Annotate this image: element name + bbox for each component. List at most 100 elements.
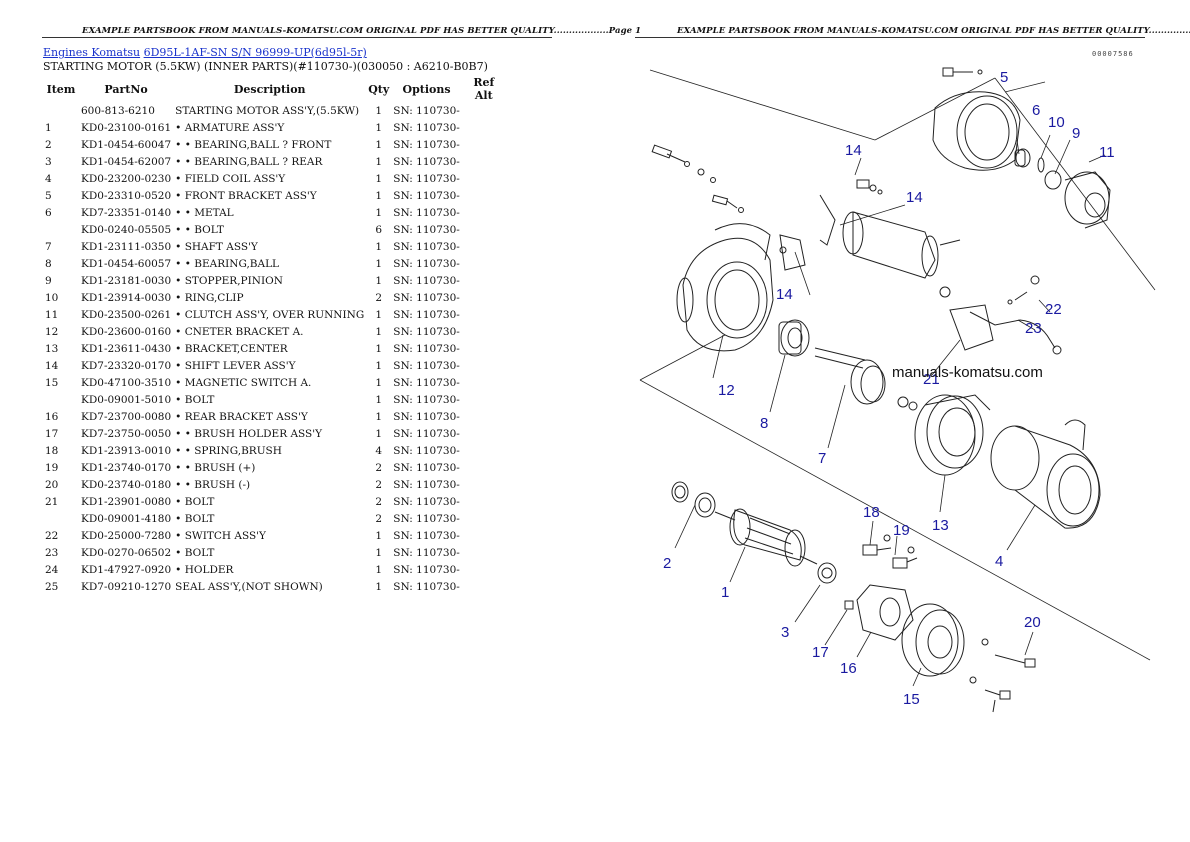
col-header-description: Description (233, 82, 306, 96)
cell-options: SN: 110730- (393, 529, 460, 542)
callout-2: 2 (663, 555, 671, 572)
cell-item: 1 (45, 121, 52, 134)
cell-ref-alt (462, 136, 506, 153)
cell-description: • SHIFT LEVER ASS'Y (175, 359, 296, 372)
cell-options: SN: 110730- (393, 189, 460, 202)
cell-qty: 1 (375, 172, 383, 185)
cell-item: 12 (45, 325, 59, 338)
cell-ref-alt (462, 102, 506, 119)
page-header: EXAMPLE PARTSBOOK FROM MANUALS-KOMATSU.C… (677, 26, 1190, 36)
cell-item: 17 (45, 427, 59, 440)
bolt-group-top-left (651, 144, 744, 213)
callout-11: 11 (1099, 144, 1115, 161)
cell-description: • • BEARING,BALL ? FRONT (175, 138, 332, 151)
col-header-options: Options (402, 82, 451, 96)
cell-qty: 2 (375, 461, 383, 474)
cell-partno: KD1-23740-0170 (81, 461, 172, 474)
cell-options: SN: 110730- (393, 325, 460, 338)
cell-ref-alt (462, 306, 506, 323)
bearing-drawing (778, 319, 810, 357)
cell-options: SN: 110730- (393, 274, 460, 287)
cell-options: SN: 110730- (393, 257, 460, 270)
cell-options: SN: 110730- (393, 342, 460, 355)
cell-description: • CLUTCH ASS'Y, OVER RUNNING (175, 308, 365, 321)
cell-ref-alt (462, 527, 506, 544)
cell-description: • SWITCH ASS'Y (175, 529, 266, 542)
cell-item: 18 (45, 444, 59, 457)
col-header-ref-alt: Ref Alt (473, 76, 495, 102)
cell-description: • • BRUSH (-) (175, 478, 251, 491)
cell-qty: 1 (375, 155, 383, 168)
cell-options: SN: 110730- (393, 308, 460, 321)
cell-partno: KD0-23600-0160 (81, 325, 172, 338)
shift-lever-drawing (779, 179, 883, 271)
cell-ref-alt (462, 170, 506, 187)
cell-description: • HOLDER (175, 563, 234, 576)
cell-description: • BOLT (175, 393, 215, 406)
parts-table: Item PartNo Description Qty Options Ref … (43, 76, 506, 595)
cell-ref-alt (462, 391, 506, 408)
cell-ref-alt (462, 374, 506, 391)
cell-partno: KD7-23351-0140 (81, 206, 172, 219)
shaft-drawing (814, 347, 918, 411)
cell-options: SN: 110730- (393, 410, 460, 423)
cell-options: SN: 110730- (393, 223, 460, 236)
cell-ref-alt (462, 493, 506, 510)
cell-description: • BRACKET,CENTER (175, 342, 288, 355)
field-coil-drawing (990, 419, 1101, 529)
callout-9: 9 (1072, 125, 1080, 142)
cell-item: 23 (45, 546, 59, 559)
cell-item: 4 (45, 172, 52, 185)
cell-partno: KD1-23611-0430 (81, 342, 172, 355)
cell-ref-alt (462, 340, 506, 357)
cell-partno: KD1-0454-60057 (81, 257, 172, 270)
cell-description: • BOLT (175, 512, 215, 525)
page-1: EXAMPLE PARTSBOOK FROM MANUALS-KOMATSU.C… (42, 26, 641, 595)
cell-item (43, 391, 79, 408)
cell-partno: KD1-23914-0030 (81, 291, 172, 304)
cell-description: • RING,CLIP (175, 291, 244, 304)
cell-ref-alt (462, 204, 506, 221)
cell-qty: 1 (375, 529, 383, 542)
cell-description: • REAR BRACKET ASS'Y (175, 410, 308, 423)
cell-qty: 1 (375, 240, 383, 253)
cell-qty: 1 (375, 325, 383, 338)
col-header-item: Item (46, 82, 76, 96)
cell-partno: KD1-0454-62007 (81, 155, 172, 168)
cell-description: STARTING MOTOR ASS'Y,(5.5KW) (175, 104, 360, 117)
cell-qty: 1 (375, 342, 383, 355)
breadcrumb-link-model[interactable]: 6D95L-1AF-SN S/N 96999-UP(6d95l-5r) (143, 46, 367, 59)
cell-ref-alt (462, 255, 506, 272)
cell-item: 20 (45, 478, 59, 491)
header-rule (635, 37, 1145, 38)
cell-ref-alt (462, 119, 506, 136)
cell-options: SN: 110730- (393, 240, 460, 253)
cell-partno: KD1-23913-0010 (81, 444, 172, 457)
cell-description: • • BEARING,BALL (175, 257, 280, 270)
armature-drawing (671, 481, 837, 584)
cell-partno: KD1-23111-0350 (81, 240, 172, 253)
cell-item: 13 (45, 342, 59, 355)
rear-bracket-drawing (844, 584, 965, 677)
cell-qty: 1 (375, 393, 383, 406)
callout-16: 15 (903, 691, 920, 708)
callout-7: 7 (818, 450, 826, 467)
cell-description: • BOLT (175, 546, 215, 559)
bracket-center-drawing (914, 394, 991, 476)
breadcrumb-link-engines[interactable]: Engines Komatsu (43, 46, 141, 59)
cell-item: 9 (45, 274, 52, 287)
cell-ref-alt (462, 221, 506, 238)
cell-qty: 1 (375, 563, 383, 576)
callout-3: 3 (781, 624, 789, 641)
